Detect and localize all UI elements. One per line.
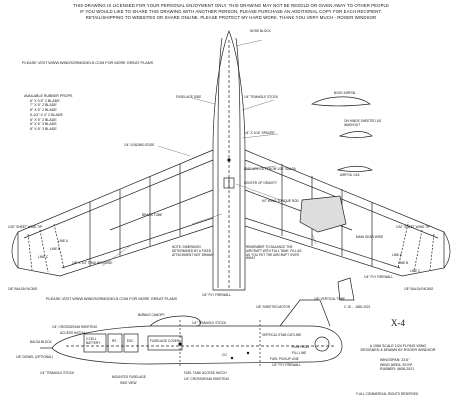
plan-specs: WINGSPAN: 23.6" WING AREA: 29 IN² RUBBER… [380,358,414,372]
title-block: X-4 A 1968 SCALE 1/24 FLYING WING DESIGN… [338,314,458,398]
copyright-notice: © ALL COMMERCIAL RIGHTS RESERVED [356,392,419,396]
label-line-a-left: LINE A [58,239,68,243]
label-fuel-pickup: FUEL PICKUP LINE [270,357,299,361]
label-dowel: 1/8" DOWEL (OPTIONAL) [16,355,54,359]
rubber-value: RUBBER: 4608-2021 [380,367,415,372]
label-dihedral: ON HINGE SHEETED 1/8 WASHOUT [344,119,382,127]
label-ribs-note: RIBS ARE CUT FROM 1/32" BALSA [244,167,296,171]
spec-item: 6" X 3.5" 2 BLADE [30,98,60,103]
label-balsa-facing-right: 1/8" BALSA FACING [404,287,434,291]
label-mounted-fuselage: MOUNTED FUSELAGE [112,375,147,379]
license-line-2: IF YOU WOULD LIKE TO SHARE THIS DRAWING … [80,9,382,14]
label-airfoil-name: AIRFOIL 1/16 [340,173,360,177]
label-line-b-left: LINE B [50,247,61,251]
specs-title: AVAILABLE RUBBER PROPS [24,94,73,98]
plan-subtitle: A 1968 SCALE 1/24 FLYING WING DESIGNED &… [338,344,458,353]
label-center-gravity: CENTER OF GRAVITY [244,181,278,185]
label-line-c-left: LINE C [38,255,49,259]
label-crossgrain-2: 1/4" CROSSGRAIN SHEETING [184,377,230,381]
label-sheet-wing-tip-right: 1/32" SHEET WING TIP [396,225,431,229]
label-triangle-stock-3: 1/4" TRIANGLE STOCK [40,371,75,375]
label-rx-cover: FUSELAGE COVER [150,339,180,343]
label-spacer: 1/4" X 1/16" SPACER [244,131,275,135]
label-ply-firewall-2: 1/4" PLY FIREWALL [364,275,393,279]
label-bubble-canopy: BUBBLE CANOPY [138,313,165,317]
label-battery: 2 CELL BATTERY [86,337,101,345]
label-nose-block: NOSE BLOCK [250,29,271,33]
label-brass-tube: BRASS TUBE [142,213,163,217]
spec-item: 6" X 8" 3 BLADE [30,126,57,131]
subtitle-line-1: A 1968 SCALE 1/24 FLYING WING [369,344,427,348]
label-side-view: SIDE VIEW [120,381,137,385]
label-fuselage-side: FUSELAGE SIDE [176,95,202,99]
label-line-b-right: LINE B [398,261,409,265]
label-motor-mount: 1/8" SHEETED MOTOR [256,305,291,309]
label-ply-firewall-3: 1/4" PLY FIREWALL [272,363,301,367]
label-ballast-note: REMEMBER TO BALANCE THE AIRCRAFT WITH FU… [246,245,302,261]
label-esc: ESC [127,339,134,343]
label-leading-edge: 1/4" LEADING EDGE [124,143,155,147]
label-note-dimension: NOTE: DIMENSION DETERMINED BY A FIXED AT… [172,245,214,257]
label-pushrod: PUSH ROD [292,345,309,349]
label-cg: CG [222,353,227,357]
label-triangle-stock: 1/4" TRIANGLE STOCK [244,95,279,99]
license-line-1: THIS DRAWING IS LICENSED FOR YOUR PERSON… [72,3,389,8]
label-line-c-right: LINE C [410,269,421,273]
spec-item: 6" X 5" 2 BLADE [30,117,57,122]
label-vertical-stab: VERTICAL STAB OUTLINE [262,333,302,337]
label-rx: RX [112,339,117,343]
visit-link-top[interactable]: PLEASE VISIT WWW.WINDSORMODELS.COM FOR M… [22,61,154,65]
label-line-a-right: LINE A [392,253,402,257]
label-firewall: 1/4" PLY FIREWALL [202,293,231,297]
spec-item: 5-1/2" X 4" 2 BLADE [30,112,63,117]
visit-link-mid[interactable]: PLEASE VISIT WWW.WINDSORMODELS.COM FOR M… [46,297,178,301]
spec-item: 7" X 5" 2 BLADE [30,103,57,108]
wing-area-value: WING AREA: 29 IN² [380,362,413,367]
label-vertical-tube: 1/8" VERTICAL TUBE [314,297,346,301]
label-kit-torque-rod: KIT WING TORQUE ROD [262,199,299,203]
subtitle-line-2: DESIGNED & DRAWN BY ROGER WINDSOR [360,348,436,353]
label-triangle-stock-2: 1/4" TRIANGLE STOCK [192,321,227,325]
label-copy: C 15 ... 1860-2021 [344,305,371,309]
label-access-hatch-2: FUEL TANK ACCESS HATCH [184,371,227,375]
label-trailing-edge: 1/8" X 1/4" TRAILING EDGE [72,261,113,265]
wingspan-value: WINGSPAN: 23.6" [380,358,410,362]
label-balsa-block: BALSA BLOCK [30,340,52,344]
label-sheet-wing-tip-left: 1/32" SHEET WING TIP [8,225,43,229]
label-body-airfoil: BODY AIRFOIL [334,91,357,95]
label-access-hatch: ACCESS HATCH [60,331,85,335]
label-main-gear-wire: MAIN GEAR WIRE [356,235,384,239]
license-line-3: RETAIL/SHIPPING TO WEBSITES OR SHARE ONL… [85,15,377,20]
spec-item: 6" X 5" 2 BLADE [30,108,57,113]
spec-item: 6" X 6" 3 BLADE [30,122,57,127]
plan-title: X-4 [391,318,405,328]
prop-specs: AVAILABLE RUBBER PROPS 6" X 3.5" 2 BLADE… [24,94,72,132]
label-crossgrain-left: 1/4" CROSSGRAIN SHEETING [52,325,98,329]
label-balsa-facing-left: 1/8" BALSA FACING [8,287,38,291]
label-fill-line: FILL LINE [292,351,307,355]
